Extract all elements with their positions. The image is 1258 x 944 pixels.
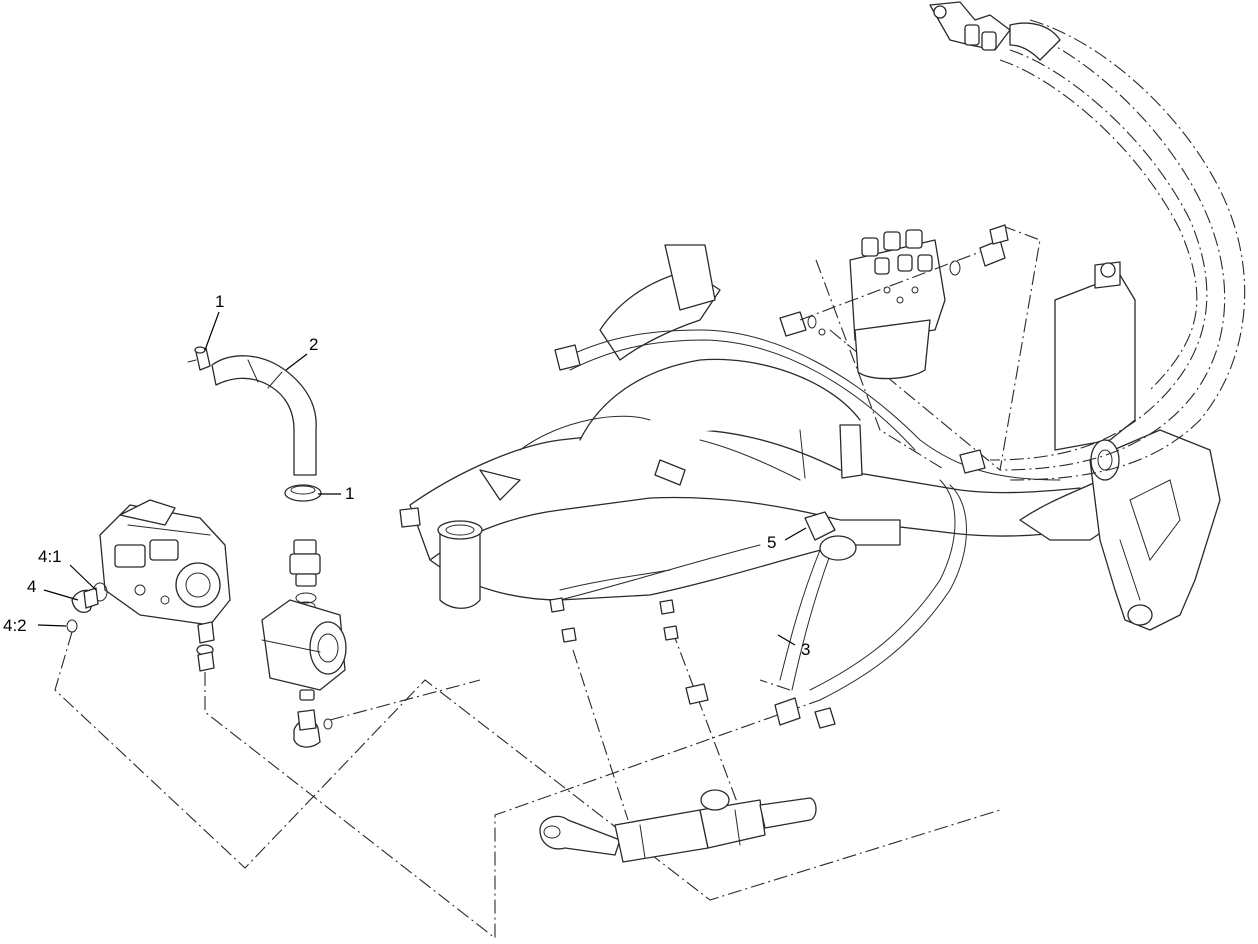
callout-4-fitting: 4 <box>27 577 37 596</box>
steering-hose-bundle <box>929 1 1246 481</box>
callout-5-clamp: 5 <box>767 533 777 552</box>
callout-3-hose: 3 <box>801 640 811 659</box>
steering-control-valve <box>779 224 1009 380</box>
frame-assembly <box>399 244 1121 609</box>
callout-1-clamp: 1 <box>345 484 355 503</box>
chassis-hoses <box>549 329 1061 729</box>
callout-leaders <box>37 311 807 646</box>
steering-cylinder <box>539 789 817 863</box>
routing-lines <box>54 224 1041 940</box>
steering-knuckle <box>1054 261 1221 631</box>
suction-hose-group <box>187 346 322 611</box>
callout-4-2-o-ring: 4:2 <box>3 616 27 635</box>
charge-pump <box>261 599 347 748</box>
callout-4-1-o-ring: 4:1 <box>38 547 62 566</box>
callout-2-hose: 2 <box>309 335 319 354</box>
hydrostatic-pump <box>66 499 231 672</box>
callout-1-fitting: 1 <box>215 292 225 311</box>
